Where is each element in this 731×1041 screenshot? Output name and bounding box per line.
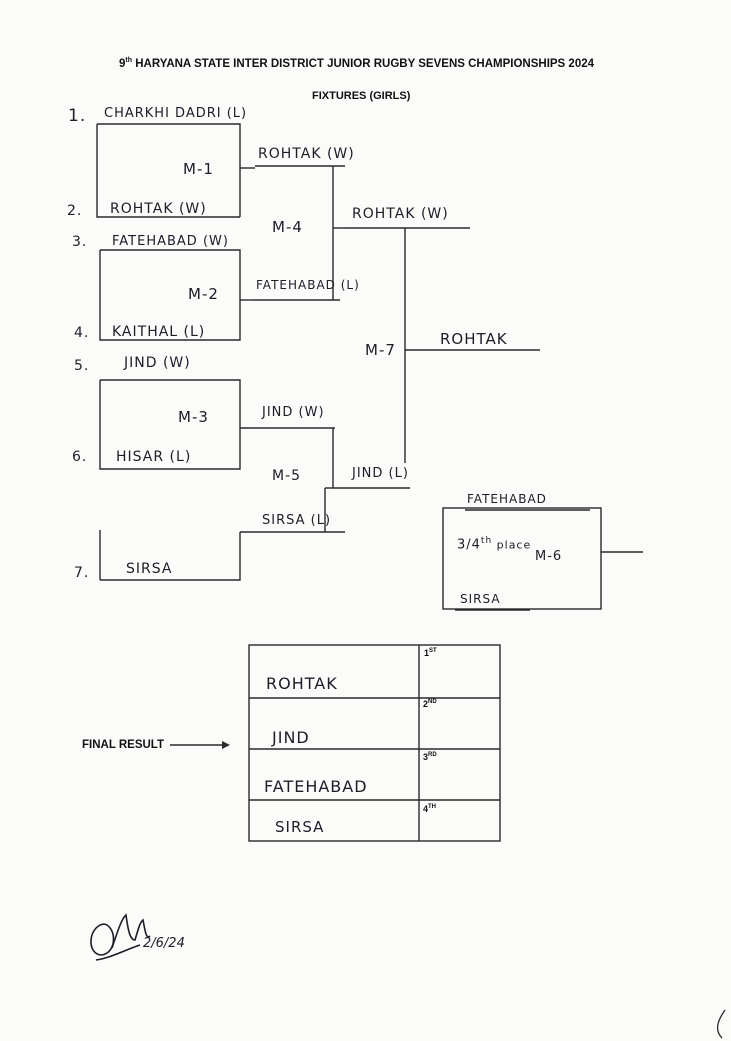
page-title: 9th HARYANA STATE INTER DISTRICT JUNIOR … <box>119 57 594 70</box>
team-number-7: 7. <box>74 565 90 581</box>
m2-result: FATEHABAD (L) <box>256 278 360 292</box>
result-team-3: FATEHABAD <box>264 777 368 796</box>
team-number-3: 3. <box>72 234 88 250</box>
match-label-m2: M-2 <box>188 285 219 303</box>
result-position-1: 1ST <box>424 648 437 658</box>
third-place-label-rest: place <box>492 538 532 552</box>
m5-bottom: SIRSA (L) <box>262 513 332 528</box>
match-label-m3: M-3 <box>178 408 209 426</box>
team-number-4: 4. <box>74 325 90 341</box>
result-position-4-sup: TH <box>428 804 437 810</box>
result-position-3: 3RD <box>423 752 437 762</box>
match-label-m6: M-6 <box>535 549 563 564</box>
match-label-m1: M-1 <box>183 160 214 178</box>
m1-winner: ROHTAK (W) <box>258 146 355 162</box>
m3-winner: JIND (W) <box>262 405 325 420</box>
team-name-2: ROHTAK (W) <box>110 201 207 217</box>
result-position-4: 4TH <box>423 804 436 814</box>
team-name-4: KAITHAL (L) <box>112 324 206 340</box>
title-sup: th <box>125 57 133 64</box>
third-place-bottom-team: SIRSA <box>460 592 501 606</box>
team-name-6: HISAR (L) <box>116 449 192 465</box>
third-place-label-sup: th <box>480 536 493 546</box>
result-position-1-num: 1 <box>424 648 430 658</box>
final-result-label: FINAL RESULT <box>82 739 164 751</box>
team-number-1: 1. <box>68 106 87 126</box>
m4-winner: ROHTAK (W) <box>352 206 449 222</box>
team-name-7: SIRSA <box>126 561 173 577</box>
third-place-label: 3/4th place <box>457 536 531 552</box>
signature-date: 2/6/24 <box>143 936 185 951</box>
title-rest: HARYANA STATE INTER DISTRICT JUNIOR RUGB… <box>132 57 595 70</box>
match-label-m4: M-4 <box>272 218 303 236</box>
result-team-4: SIRSA <box>275 818 325 836</box>
third-place-label-text: 3/4 <box>457 537 481 553</box>
match-label-m7: M-7 <box>365 341 396 359</box>
result-position-3-num: 3 <box>423 752 429 762</box>
page-subtitle: FIXTURES (GIRLS) <box>312 90 411 102</box>
result-position-2: 2ND <box>423 699 437 709</box>
team-name-1: CHARKHI DADRI (L) <box>104 106 248 121</box>
title-prefix: 9 <box>119 57 126 70</box>
match-label-m5: M-5 <box>272 468 302 484</box>
m5-top: JIND (L) <box>352 466 409 481</box>
result-position-3-sup: RD <box>428 752 437 758</box>
result-position-1-sup: ST <box>429 648 437 654</box>
result-position-2-sup: ND <box>428 699 437 705</box>
team-name-5: JIND (W) <box>124 355 191 371</box>
champion: ROHTAK <box>440 330 508 348</box>
result-team-1: ROHTAK <box>266 674 338 693</box>
result-position-2-num: 2 <box>423 699 429 709</box>
team-number-2: 2. <box>67 203 83 219</box>
signature-mark <box>90 913 151 961</box>
team-number-6: 6. <box>72 449 88 465</box>
result-position-4-num: 4 <box>423 804 429 814</box>
result-team-2: JIND <box>272 728 310 747</box>
third-place-top-team: FATEHABAD <box>467 492 547 506</box>
team-number-5: 5. <box>74 358 90 374</box>
team-name-3: FATEHABAD (W) <box>112 234 229 249</box>
